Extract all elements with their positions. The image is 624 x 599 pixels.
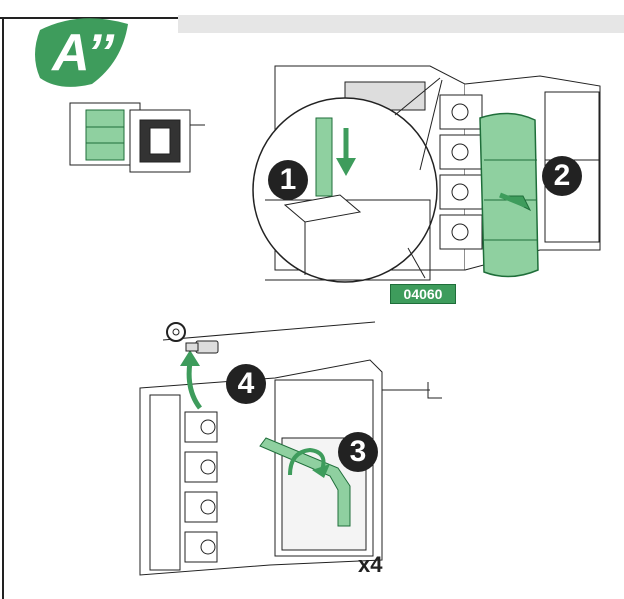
bottom-breaker	[139, 321, 430, 576]
callout-4: 4	[226, 364, 266, 404]
screw-icon	[185, 340, 219, 354]
callout-2: 2	[542, 156, 582, 196]
breaker-thumbnail	[69, 102, 205, 173]
terminal-cover	[479, 112, 539, 278]
detail-magnifier	[252, 77, 443, 283]
callout-1: 1	[268, 160, 308, 200]
callout-3: 3	[338, 432, 378, 472]
rotate-arrow-icon	[288, 447, 326, 476]
up-arrow-icon	[186, 361, 203, 410]
part-code-label: 04060	[390, 284, 456, 304]
header-band	[178, 15, 624, 33]
left-rule	[2, 17, 4, 599]
header-rule	[0, 17, 178, 19]
step-label: A’’	[52, 24, 114, 82]
step-badge-shape	[35, 18, 128, 87]
hex-key	[259, 437, 351, 527]
quantity-label: x4	[358, 552, 383, 577]
